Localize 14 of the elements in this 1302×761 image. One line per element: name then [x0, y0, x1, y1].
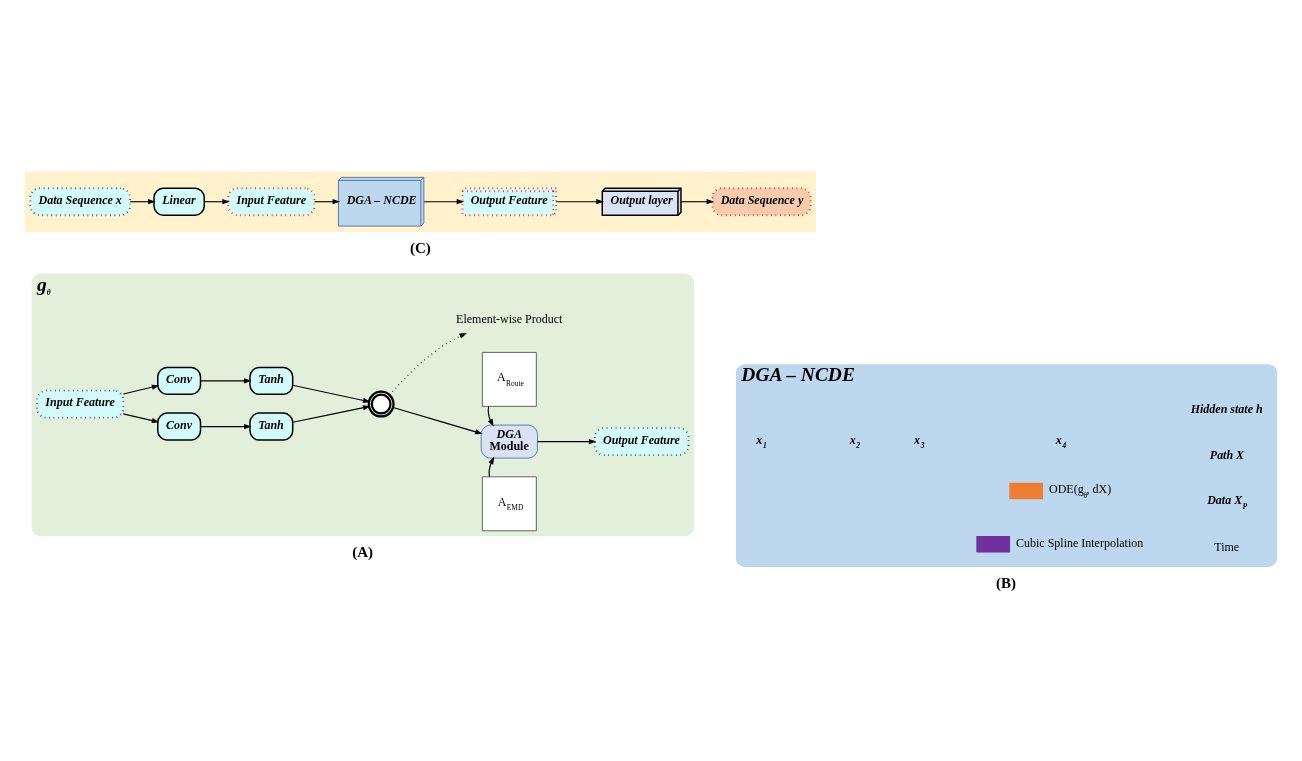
label: x$_{3}$ — [914, 432, 925, 451]
label: Data X$_{P}$ — [1207, 493, 1247, 511]
label: x$_{1}$ — [756, 432, 767, 451]
legend-label: Cubic Spline Interpolation — [1016, 536, 1144, 551]
label: Path X — [1209, 447, 1245, 462]
legend-label: ODE(g$_{θ}$, dX) — [1049, 482, 1112, 500]
node-label: (C) — [410, 239, 431, 256]
label: Hidden state h — [1190, 401, 1263, 416]
node-label: (B) — [996, 574, 1016, 591]
label: x$_{4}$ — [1055, 432, 1067, 451]
label: Time — [1214, 539, 1240, 554]
node-text: Element-wise Product — [456, 312, 563, 327]
label: x$_{2}$ — [849, 432, 861, 451]
node-label: (A) — [352, 544, 374, 561]
